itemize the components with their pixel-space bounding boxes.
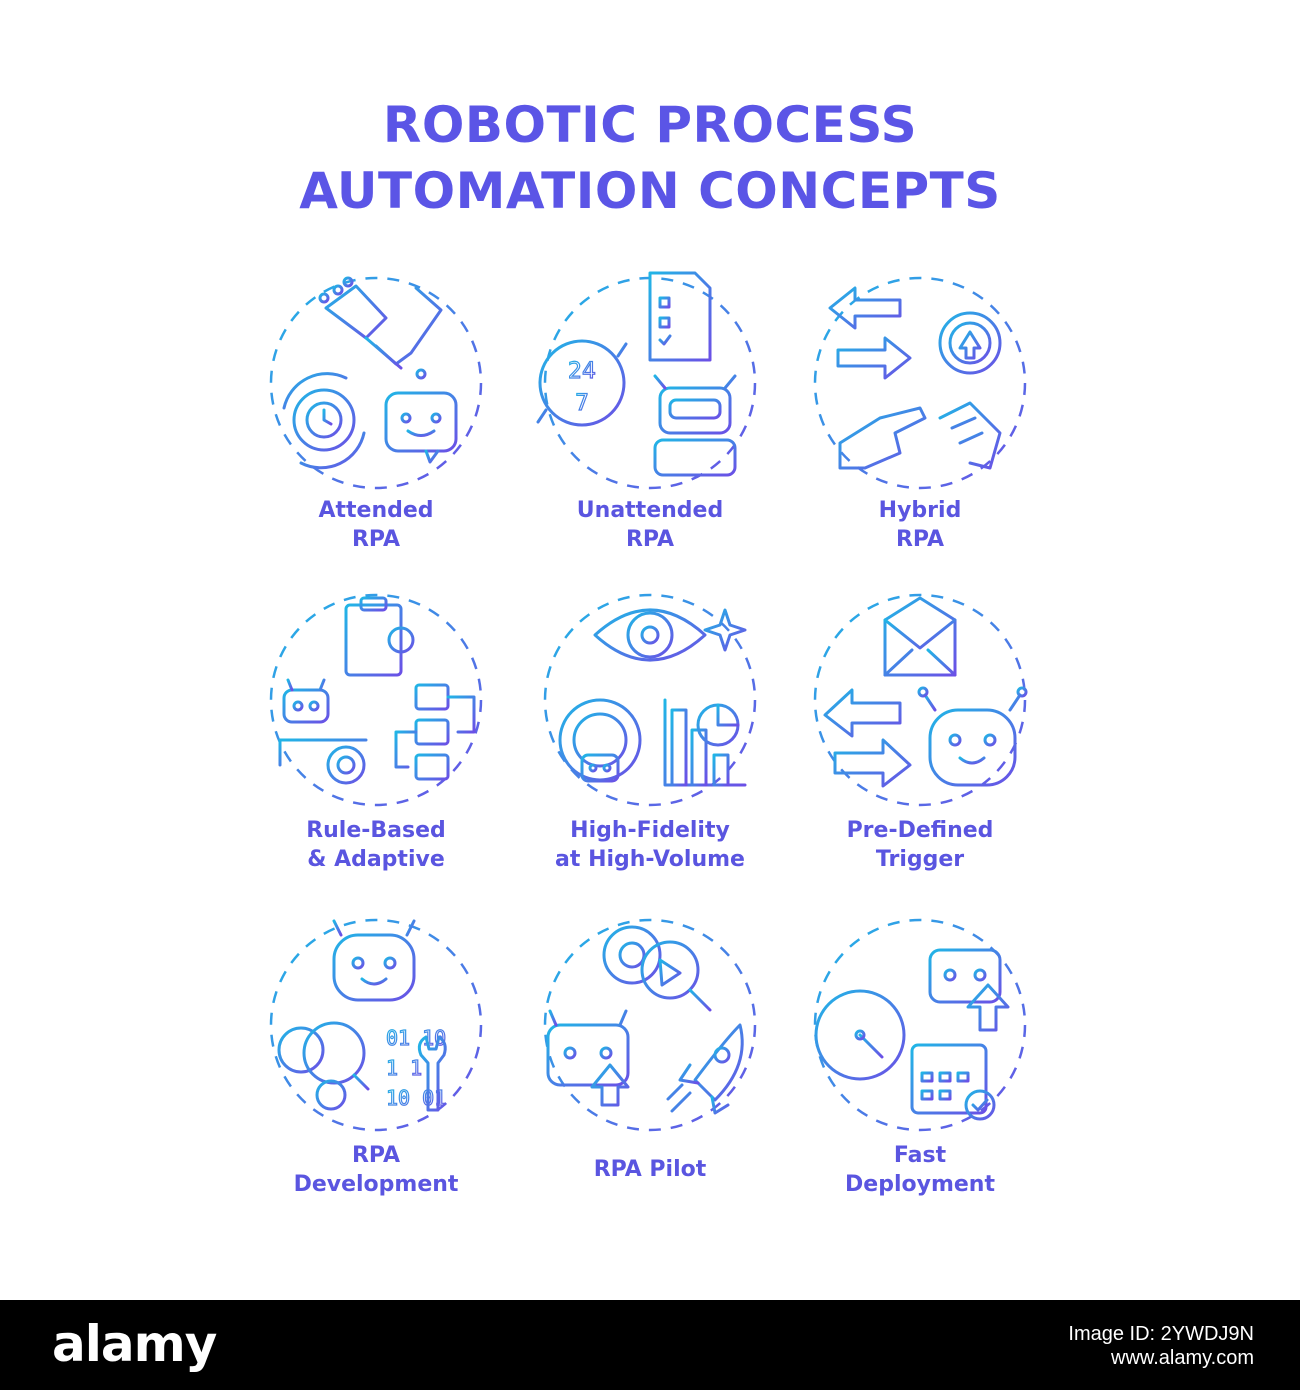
rpa-pilot-illustration: [543, 918, 757, 1132]
rpa-development-illustration: 01 10 1 1 10 01: [269, 918, 483, 1132]
pre-defined-trigger-illustration: [813, 593, 1028, 807]
concept-label: Pre-Defined Trigger: [846, 818, 994, 872]
dashed-ring: [813, 593, 1027, 807]
rocket-icon: [666, 1023, 744, 1115]
dashed-ring: [269, 593, 483, 807]
rule-based-adaptive-illustration: [269, 593, 483, 807]
gear-upload-icon: [938, 311, 1002, 375]
site-url: www.alamy.com: [1111, 1347, 1254, 1369]
dashed-ring: [813, 276, 1027, 490]
bar-pie-chart-icon: [663, 698, 747, 787]
eye-target-icon: [593, 598, 747, 672]
concept-label: RPA Development: [293, 1143, 459, 1197]
hybrid-rpa-illustration: [813, 276, 1027, 490]
concept-label: Attended RPA: [318, 498, 434, 552]
concept-label: Rule-Based & Adaptive: [306, 818, 446, 872]
svg-text:7: 7: [575, 391, 589, 416]
robot-upload-icon: [928, 933, 1010, 1032]
unattended-rpa-illustration: 24 7: [536, 271, 757, 490]
dashed-ring: [543, 593, 757, 807]
dashed-ring: [813, 918, 1027, 1132]
robot-face-icon: [332, 919, 416, 1002]
gear-clock-icon: [282, 372, 366, 470]
title-line-2: AUTOMATION CONCEPTS: [299, 162, 1001, 220]
dashed-ring: [269, 918, 483, 1132]
concept-label: RPA Pilot: [593, 1157, 707, 1182]
concept-label: Fast Deployment: [845, 1143, 995, 1197]
svg-text:24: 24: [568, 359, 596, 384]
arrows-exchange-icon: [828, 286, 912, 380]
dashed-ring: [269, 276, 483, 490]
gears-magnifier-icon: [277, 1021, 370, 1111]
fast-deployment-illustration: [800, 918, 1027, 1132]
high-fidelity-illustration: [543, 593, 757, 807]
arrows-exchange-icon: [823, 688, 912, 788]
concept-label: Unattended RPA: [576, 498, 724, 552]
stopwatch-icon: [800, 971, 906, 1081]
title-line-1: ROBOTIC PROCESS: [382, 96, 918, 154]
robot-face-icon: [917, 686, 1028, 787]
gear-search-icon: [602, 925, 712, 1012]
concept-label: Hybrid RPA: [878, 498, 962, 552]
chatbot-icon: [384, 368, 458, 464]
robot-gear-icon: [278, 678, 368, 785]
svg-text:1 1: 1 1: [386, 1056, 422, 1080]
alamy-logo: alamy: [52, 1315, 217, 1373]
footer-bar: alamy Image ID: 2YWDJ9N www.alamy.com: [0, 1300, 1300, 1390]
binary-wrench-icon: 01 10 1 1 10 01: [385, 1025, 447, 1112]
footer-meta: Image ID: 2YWDJ9N www.alamy.com: [1068, 1322, 1254, 1370]
envelope-icon: [883, 596, 957, 677]
robot-icon: [653, 374, 737, 477]
clipboard-rules-icon: [344, 596, 415, 677]
attended-rpa-illustration: [269, 276, 483, 490]
robot-upload-icon: [546, 1009, 630, 1107]
dashed-ring: [543, 918, 757, 1132]
image-id: Image ID: 2YWDJ9N: [1068, 1323, 1254, 1345]
robot-chart-icon: [558, 698, 642, 783]
flowchart-icon: [394, 683, 476, 781]
24-7-icon: 24 7: [536, 339, 628, 427]
page-title: ROBOTIC PROCESS AUTOMATION CONCEPTS: [0, 92, 1300, 224]
concept-label: High-Fidelity at High-Volume: [555, 818, 745, 872]
calendar-check-icon: [910, 1035, 996, 1121]
checklist-document-icon: [648, 271, 712, 362]
handshake-icon: [318, 276, 443, 370]
human-robot-hands-icon: [838, 401, 1002, 470]
